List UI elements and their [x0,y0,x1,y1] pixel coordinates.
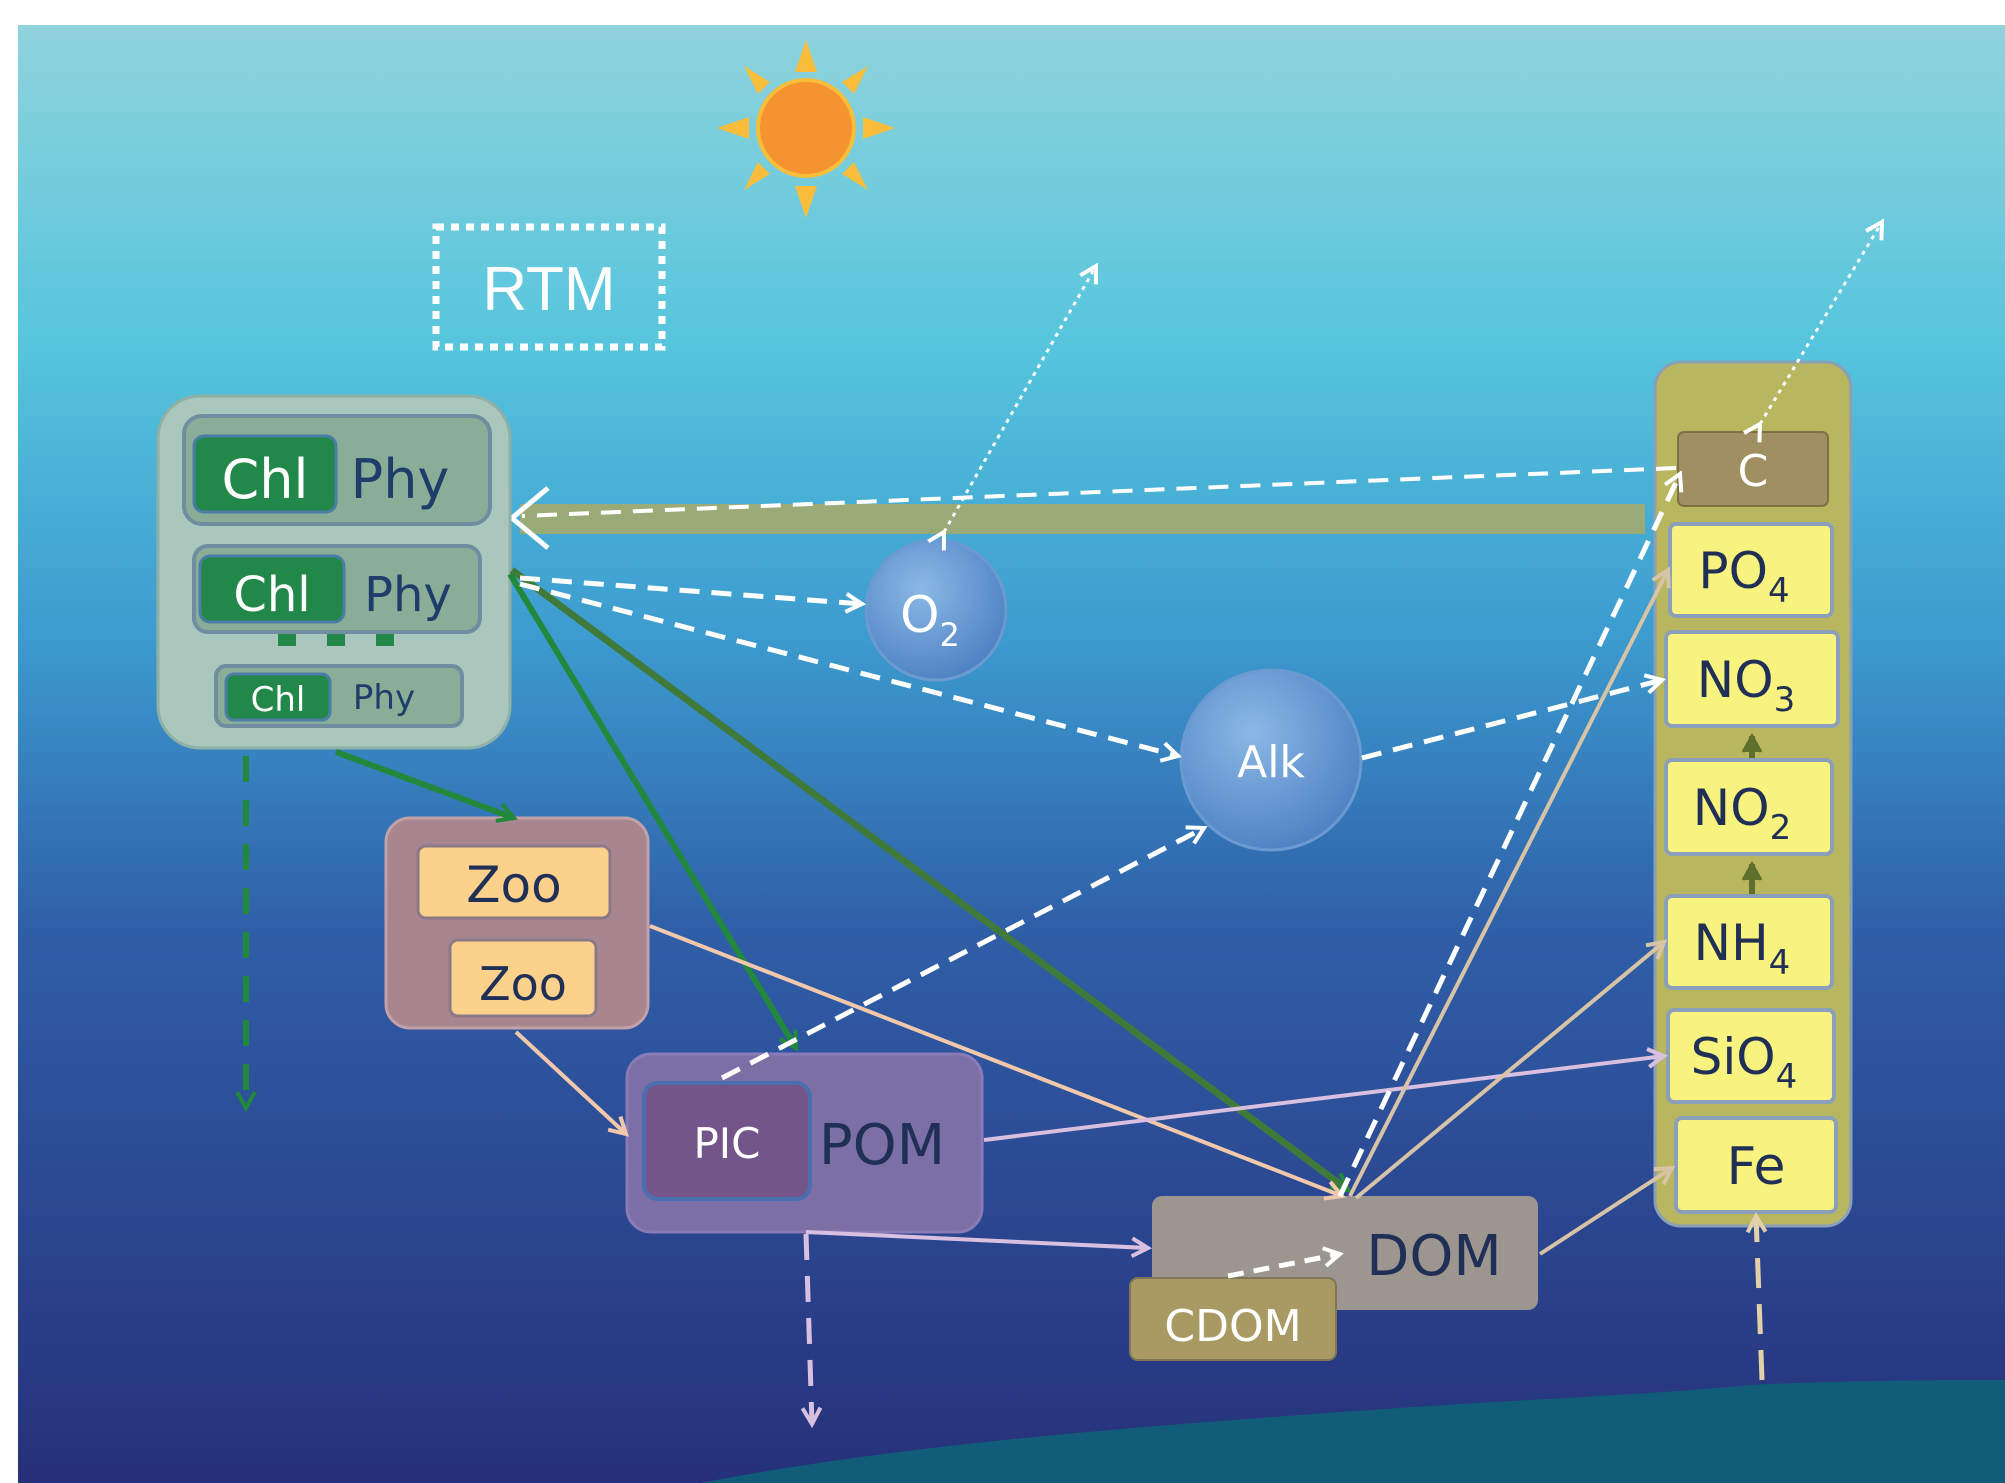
cdom-label: CDOM [1164,1301,1301,1352]
no2-box [1664,758,1834,856]
sun-icon [717,40,895,218]
dom-label: DOM [1366,1224,1502,1289]
pic-to-alk-arrow [720,828,1204,1081]
dom-to-nh4-arrow [1354,942,1664,1200]
phy-to-o2-arrow [519,575,862,604]
dom-to-po4-arrow [1348,570,1668,1197]
dom-to-fe-arrow [1538,1168,1672,1256]
chl-box-3 [224,672,332,722]
carbon-uptake-arrowhead [508,486,550,550]
dom-to-c-arrow [1337,474,1680,1198]
c-air-sea-exchange [1760,222,1882,424]
po4-sub: 4 [1768,571,1790,611]
o2-sub: 2 [940,616,960,654]
nh4-main: NH [1694,914,1769,972]
cdom-box [1129,1277,1337,1361]
zoo-label-2: Zoo [479,957,567,1011]
phy-label-3: Phy [353,678,415,718]
no2-main: NO [1693,779,1770,837]
po4-main: PO [1698,542,1768,600]
no3-box [1664,630,1840,728]
pom-label: POM [819,1113,945,1178]
no3-sub: 3 [1774,680,1796,720]
po4-label: PO4 [1698,542,1789,611]
phy-to-alk-arrow [519,581,1178,756]
zoo-box-2 [448,938,598,1018]
sediment-to-fe-arrow [1756,1216,1762,1381]
sio4-sub: 4 [1776,1057,1798,1097]
rtm-box [432,223,666,351]
sio4-label: SiO4 [1691,1028,1798,1097]
ellipsis-dots [278,634,394,646]
o2-label: O2 [900,586,960,654]
phy-label-1: Phy [351,448,450,511]
no2-sub: 2 [1770,808,1792,848]
fe-label: Fe [1726,1137,1785,1197]
o2-air-sea-exchange [944,266,1096,532]
chl-box-2 [198,554,346,624]
c-label: C [1738,446,1769,497]
chl-box-1 [192,434,338,514]
no3-label: NO3 [1697,651,1795,720]
no2-label: NO2 [1693,779,1791,848]
phy-to-zoo-arrow [334,749,514,818]
pom-sinking-arrow [806,1233,812,1424]
seafloor [700,1380,2005,1483]
alk-to-no3-arrow [1361,680,1662,761]
nh4-label: NH4 [1694,914,1791,983]
carbon-uptake-band [520,504,1645,534]
c-to-phy-dashed-arrow [521,466,1677,518]
zoo-label-1: Zoo [466,856,561,914]
chl-label-1: Chl [222,448,309,511]
pom-to-dom-arrow [805,1230,1148,1248]
pic-label: PIC [693,1119,760,1168]
o2-main: O [900,586,939,644]
sio4-main: SiO [1691,1028,1776,1086]
pom-to-sio4-arrow [983,1056,1664,1142]
zoo-box-1 [416,844,612,920]
nh4-sub: 4 [1769,943,1791,983]
cdom-to-dom-arrow [1227,1254,1340,1279]
phy-label-2: Phy [364,567,452,623]
no3-main: NO [1697,651,1774,709]
chl-label-3: Chl [251,680,306,720]
phy-to-dom-arrow [509,567,1348,1193]
pic-box [642,1081,812,1201]
alk-label: Alk [1237,737,1305,788]
chl-label-2: Chl [233,567,310,623]
rtm-label: RTM [482,255,615,324]
zoo-to-dom-arrow [649,924,1342,1196]
zoo-to-pom-arrow [514,1030,626,1134]
phy-to-pom-arrow [507,572,799,1048]
